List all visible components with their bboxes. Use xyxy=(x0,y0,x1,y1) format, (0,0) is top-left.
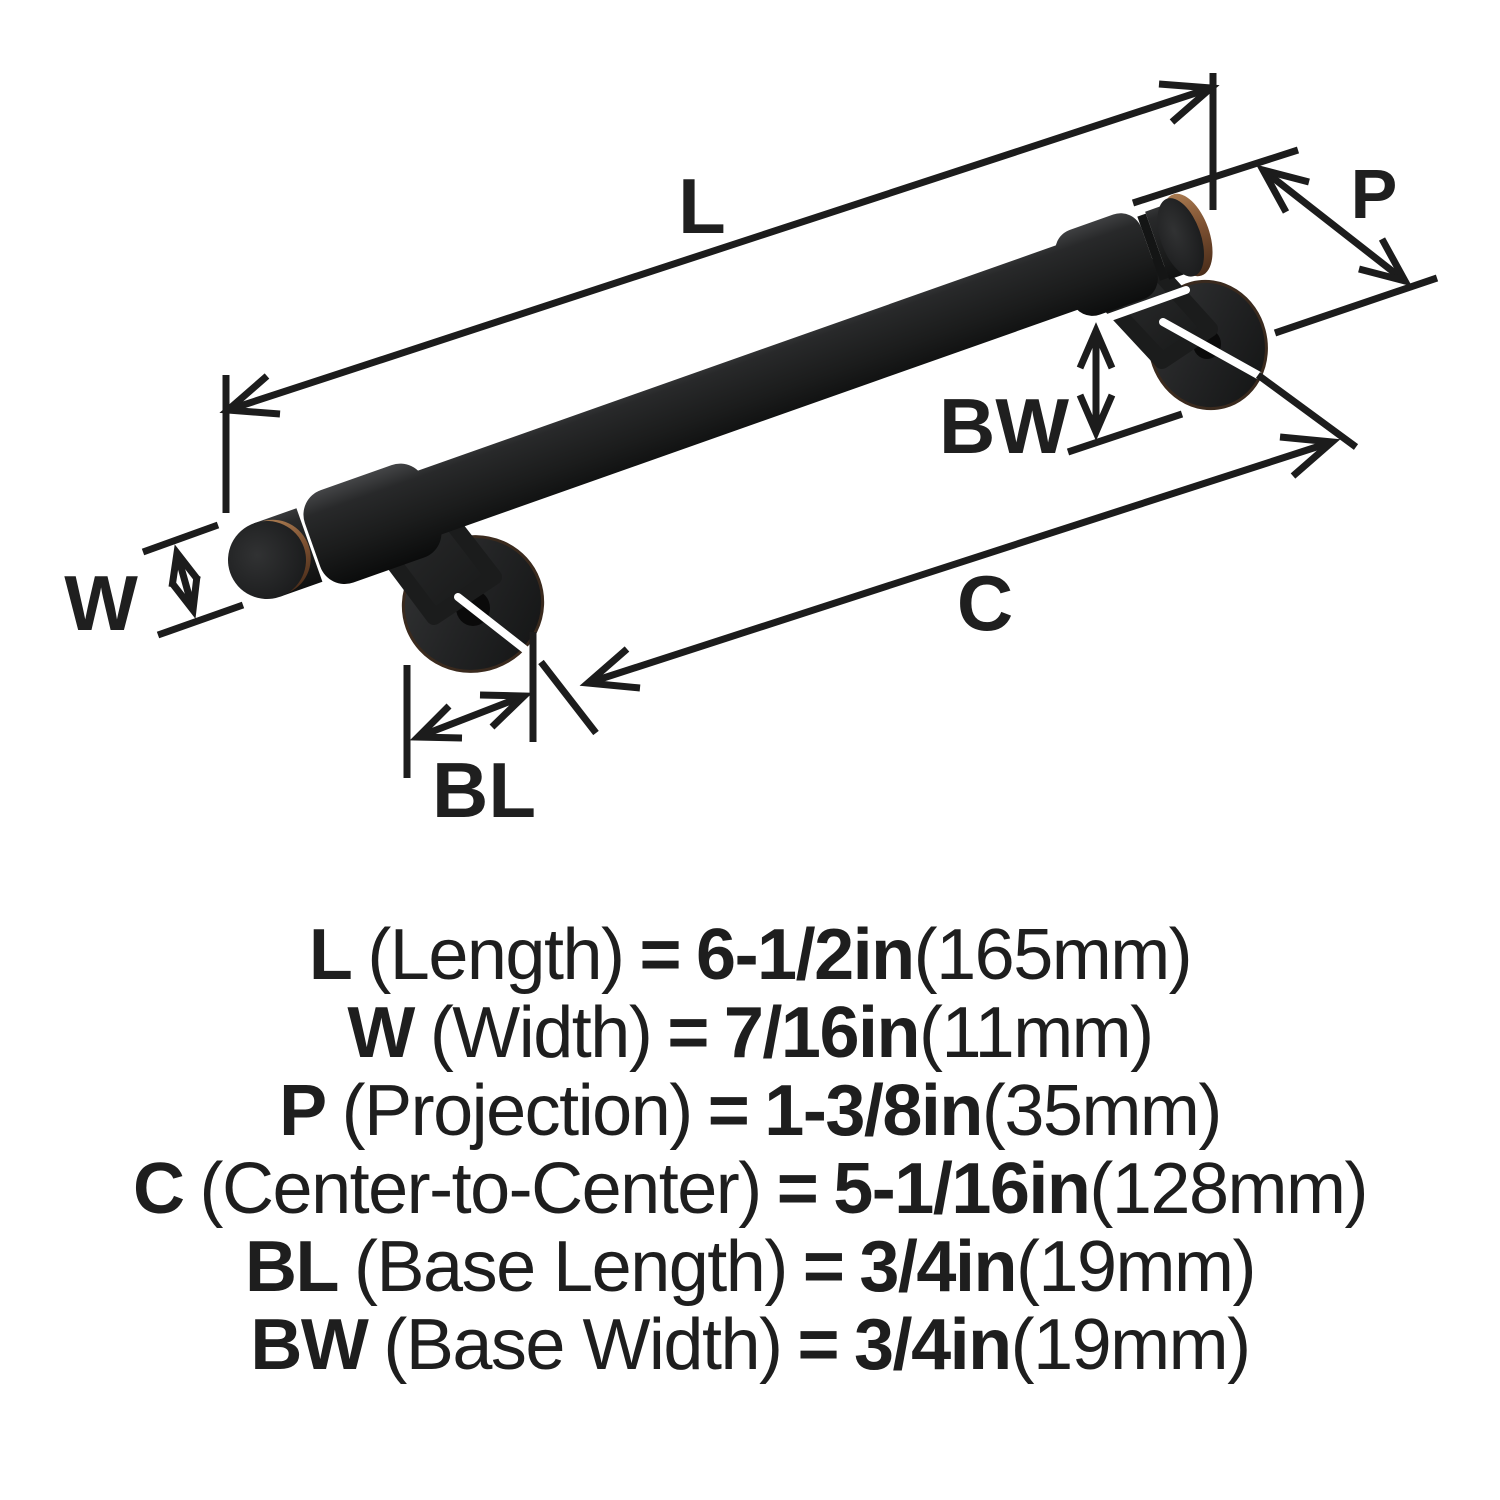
equals-sign: = xyxy=(667,993,709,1073)
spec-metric: (128mm) xyxy=(1089,1149,1368,1229)
equals-sign: = xyxy=(707,1071,750,1151)
spec-value: 7/16in xyxy=(723,993,921,1073)
dim-label-base-length: BL xyxy=(432,746,536,834)
dim-label-length: L xyxy=(678,162,726,250)
handle-bar-assembly xyxy=(228,193,1213,599)
spec-metric: (19mm) xyxy=(1015,1227,1257,1307)
spec-name: (Width) xyxy=(429,993,653,1073)
dim-width: W xyxy=(64,521,245,647)
screw-axis-ext-left xyxy=(538,659,599,736)
spec-line-center-to-center: C(Center-to-Center)=5-1/16in(128mm) xyxy=(0,1150,1500,1228)
dim-length: L xyxy=(219,73,1220,513)
dim-center-to-center: C xyxy=(579,433,1341,692)
equals-sign: = xyxy=(797,1305,839,1385)
dim-base-width: BW xyxy=(939,286,1190,470)
spec-line-projection: P(Projection)=1-3/8in(35mm) xyxy=(0,1072,1500,1150)
spec-line-length: L(Length)=6-1/2in(165mm) xyxy=(0,916,1500,994)
spec-value: 5-1/16in xyxy=(833,1149,1091,1229)
spec-label: L xyxy=(308,915,353,995)
screw-axis-ext-right xyxy=(1255,372,1359,450)
spec-line-width: W(Width)=7/16in(11mm) xyxy=(0,994,1500,1072)
handle-bar xyxy=(397,218,1156,543)
spec-value: 1-3/8in xyxy=(764,1071,983,1151)
spec-value: 3/4in xyxy=(854,1305,1012,1385)
dim-label-projection: P xyxy=(1351,155,1398,233)
handle-collar-left xyxy=(303,463,442,584)
spec-value: 3/4in xyxy=(859,1227,1017,1307)
handle-collar-right xyxy=(1055,213,1158,316)
dim-label-width: W xyxy=(64,559,138,647)
spec-label: C xyxy=(133,1149,185,1229)
spec-metric: (35mm) xyxy=(981,1071,1223,1151)
spec-label: BW xyxy=(250,1305,368,1385)
equals-sign: = xyxy=(802,1227,845,1307)
spec-metric: (165mm) xyxy=(913,915,1193,995)
spec-label: W xyxy=(347,993,415,1073)
spec-name: (Base Width) xyxy=(383,1305,783,1385)
handle-groove-right xyxy=(1137,213,1169,281)
end-cap-face-left xyxy=(228,521,306,599)
spec-list: L(Length)=6-1/2in(165mm) W(Width)=7/16in… xyxy=(0,916,1500,1384)
spec-metric: (19mm) xyxy=(1010,1305,1252,1385)
spec-metric: (11mm) xyxy=(918,993,1154,1073)
spec-name: (Base Length) xyxy=(354,1227,788,1307)
screw-axis-white-right xyxy=(1159,318,1262,379)
spec-name: (Length) xyxy=(367,915,625,995)
spec-line-base-width: BW(Base Width)=3/4in(19mm) xyxy=(0,1306,1500,1384)
spec-value: 6-1/2in xyxy=(696,915,915,995)
spec-name: (Projection) xyxy=(341,1071,694,1151)
equals-sign: = xyxy=(776,1149,819,1229)
dim-base-length: BL xyxy=(403,632,537,834)
dim-projection: P xyxy=(1131,146,1439,337)
equals-sign: = xyxy=(639,915,681,995)
spec-name: (Center-to-Center) xyxy=(199,1149,763,1229)
spec-label: BL xyxy=(245,1227,339,1307)
screw-axis-white-left xyxy=(454,593,545,666)
spec-label: P xyxy=(279,1071,327,1151)
spec-line-base-length: BL(Base Length)=3/4in(19mm) xyxy=(0,1228,1500,1306)
dim-label-base-width: BW xyxy=(939,382,1069,470)
end-cap-face-right xyxy=(1157,198,1204,277)
dim-label-center-to-center: C xyxy=(957,559,1013,647)
